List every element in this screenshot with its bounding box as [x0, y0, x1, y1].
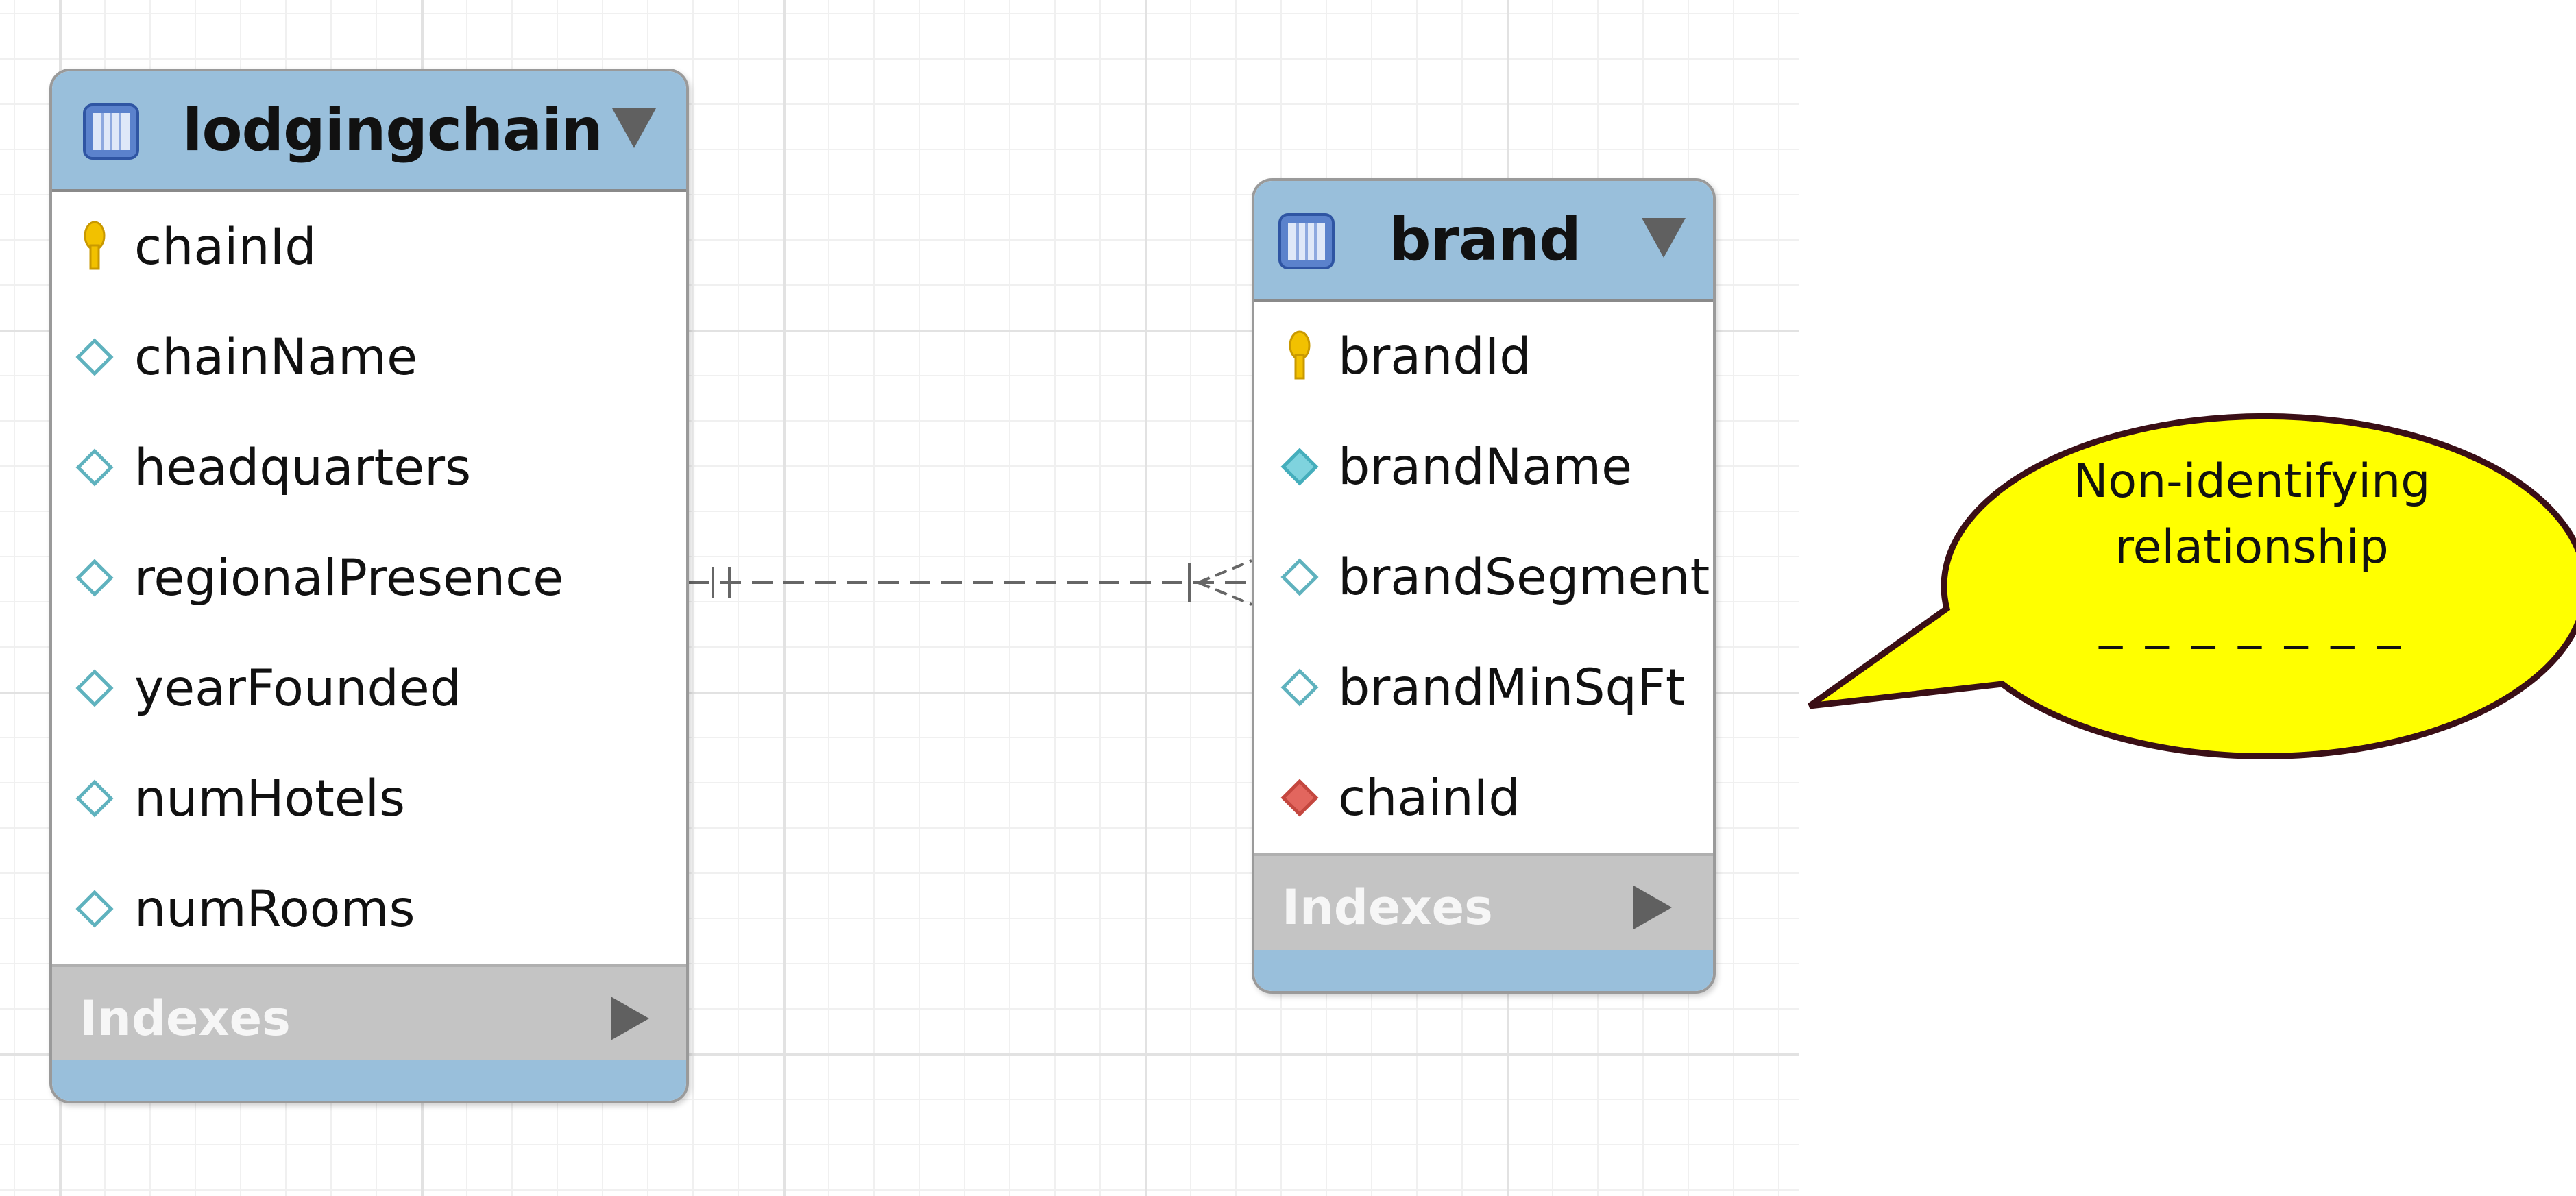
- callout-line-1: Non-identifying: [2073, 454, 2431, 509]
- attribute-row[interactable]: chainId: [1254, 743, 1713, 853]
- entity-footer: [52, 1060, 686, 1101]
- attribute-name: chainName: [134, 328, 418, 387]
- foreign-key-icon: [1280, 779, 1319, 817]
- attribute-name: brandMinSqFt: [1338, 659, 1686, 717]
- entity-footer: [1254, 950, 1713, 991]
- callout-dash-sample: _ _ _ _ _ _ _: [2099, 596, 2405, 650]
- entity-title: brand: [1389, 206, 1581, 274]
- attribute-name: regionalPresence: [134, 549, 564, 607]
- attribute-name: chainId: [134, 218, 317, 276]
- column-icon: [75, 559, 114, 597]
- column-icon: [75, 669, 114, 707]
- entity-lodgingchain[interactable]: lodgingchain chainId chainName headquart…: [49, 69, 689, 1103]
- column-icon: [1280, 668, 1319, 707]
- attribute-row[interactable]: regionalPresence: [52, 523, 686, 633]
- table-icon: [1278, 213, 1335, 269]
- entity-brand[interactable]: brand brandId brandName brandSegment: [1252, 178, 1716, 994]
- attribute-row[interactable]: brandMinSqFt: [1254, 633, 1713, 743]
- column-icon: [75, 448, 114, 487]
- indexes-label: Indexes: [1282, 879, 1493, 936]
- not-null-column-icon: [1280, 448, 1319, 486]
- entity-header[interactable]: lodgingchain: [52, 71, 686, 192]
- attribute-name: numHotels: [134, 770, 406, 828]
- attribute-row[interactable]: yearFounded: [52, 633, 686, 744]
- expand-triangle-icon[interactable]: [1633, 886, 1672, 929]
- attribute-name: yearFounded: [134, 659, 462, 718]
- attribute-name: headquarters: [134, 439, 472, 497]
- attribute-row[interactable]: chainId: [52, 192, 686, 302]
- attribute-row[interactable]: chainName: [52, 302, 686, 413]
- attribute-name: chainId: [1338, 769, 1520, 827]
- attribute-row[interactable]: brandName: [1254, 412, 1713, 522]
- attribute-name: brandId: [1338, 328, 1531, 386]
- primary-key-icon: [1289, 330, 1311, 380]
- attribute-name: brandSegment: [1338, 548, 1710, 607]
- entity-header[interactable]: brand: [1254, 181, 1713, 302]
- column-icon: [75, 779, 114, 818]
- callout-line-2: relationship: [2115, 520, 2389, 574]
- indexes-label: Indexes: [80, 990, 291, 1047]
- indexes-section[interactable]: Indexes: [52, 964, 686, 1070]
- collapse-triangle-icon[interactable]: [1642, 218, 1686, 258]
- indexes-section[interactable]: Indexes: [1254, 853, 1713, 959]
- crowfoot-upper: [1198, 559, 1252, 584]
- column-icon: [75, 890, 114, 928]
- diagram-canvas: lodgingchain chainId chainName headquart…: [0, 0, 1799, 1196]
- attribute-row[interactable]: brandSegment: [1254, 522, 1713, 633]
- primary-key-icon: [84, 221, 106, 270]
- attribute-row[interactable]: numHotels: [52, 744, 686, 854]
- callout-shape: [1808, 413, 2576, 759]
- table-icon: [83, 103, 139, 160]
- column-icon: [75, 338, 114, 376]
- collapse-triangle-icon[interactable]: [612, 108, 656, 148]
- attribute-row[interactable]: headquarters: [52, 413, 686, 523]
- attribute-name: brandName: [1338, 438, 1633, 496]
- column-icon: [1280, 558, 1319, 596]
- entity-title: lodgingchain: [182, 96, 603, 164]
- callout-bubble: [1808, 413, 2576, 759]
- attribute-name: numRooms: [134, 880, 415, 938]
- crowfoot-lower: [1198, 581, 1252, 606]
- callout-text: Non-identifying relationship _ _ _ _ _ _…: [2026, 449, 2478, 656]
- relationship-connector: [689, 559, 1252, 606]
- expand-triangle-icon[interactable]: [611, 997, 649, 1040]
- attribute-row[interactable]: numRooms: [52, 854, 686, 964]
- attribute-row[interactable]: brandId: [1254, 302, 1713, 412]
